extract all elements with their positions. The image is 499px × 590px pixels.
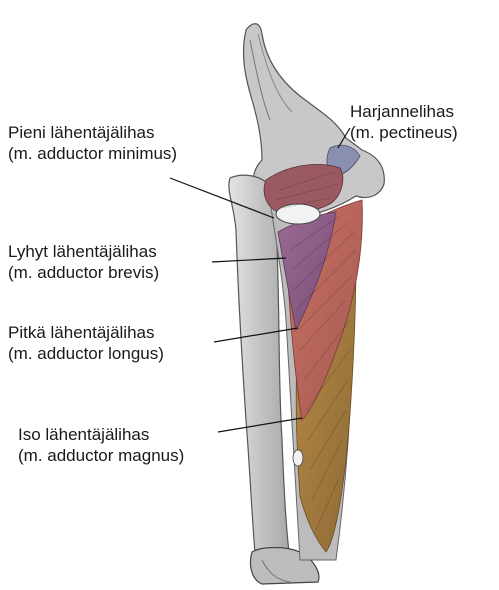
label-minimus-name: Pieni lähentäjälihas xyxy=(8,122,177,143)
label-minimus: Pieni lähentäjälihas (m. adductor minimu… xyxy=(8,122,177,164)
label-brevis-name: Lyhyt lähentäjälihas xyxy=(8,241,159,262)
label-longus: Pitkä lähentäjälihas (m. adductor longus… xyxy=(8,322,164,364)
label-pectineus-name: Harjannelihas xyxy=(350,101,458,122)
label-pectineus-latin: (m. pectineus) xyxy=(350,122,458,143)
label-magnus-latin: (m. adductor magnus) xyxy=(18,445,184,466)
label-brevis-latin: (m. adductor brevis) xyxy=(8,262,159,283)
label-minimus-latin: (m. adductor minimus) xyxy=(8,143,177,164)
label-magnus-name: Iso lähentäjälihas xyxy=(18,424,184,445)
label-magnus: Iso lähentäjälihas (m. adductor magnus) xyxy=(18,424,184,466)
label-longus-name: Pitkä lähentäjälihas xyxy=(8,322,164,343)
obturator-foramen xyxy=(276,204,320,224)
label-longus-latin: (m. adductor longus) xyxy=(8,343,164,364)
label-pectineus: Harjannelihas (m. pectineus) xyxy=(350,101,458,143)
label-brevis: Lyhyt lähentäjälihas (m. adductor brevis… xyxy=(8,241,159,283)
